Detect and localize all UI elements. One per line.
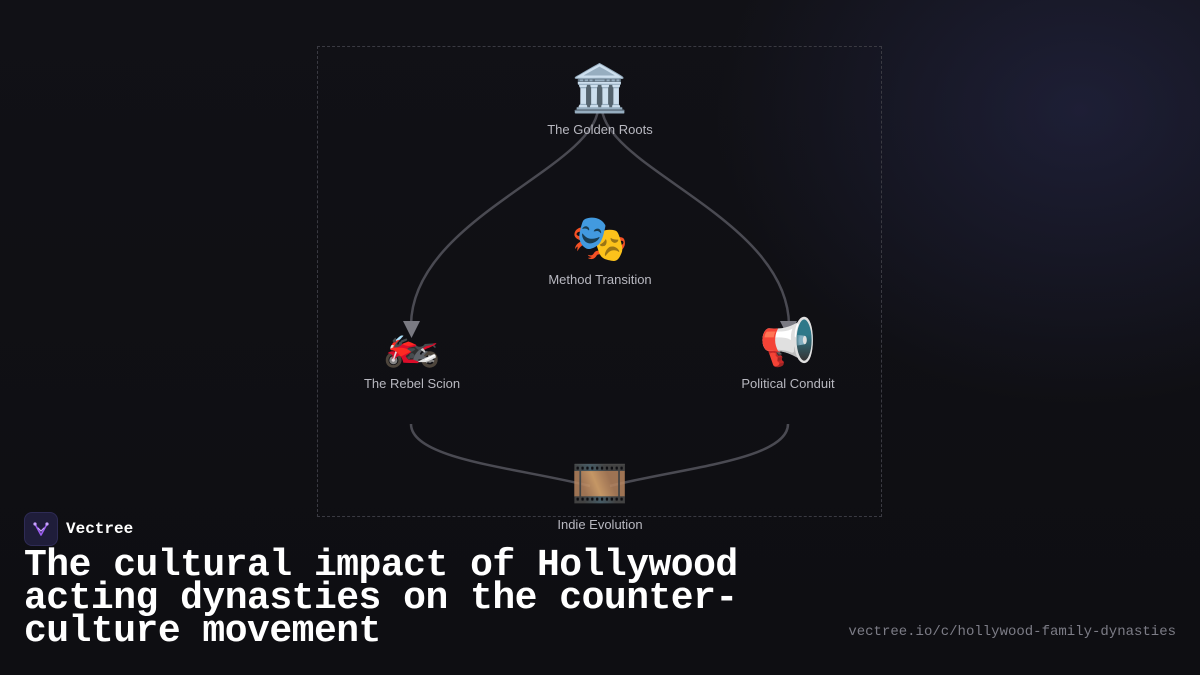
performing-arts-masks-icon: 🎭 — [571, 212, 629, 264]
arrowhead-rebel — [403, 321, 420, 338]
classical-building-icon: 🏛️ — [571, 62, 629, 114]
node-golden-roots[interactable]: 🏛️ The Golden Roots — [500, 60, 700, 137]
node-label: Political Conduit — [741, 376, 835, 391]
source-url[interactable]: vectree.io/c/hollywood-family-dynasties — [848, 624, 1176, 640]
film-frames-icon: 🎞️ — [571, 457, 629, 509]
brand[interactable]: Vectree — [24, 512, 133, 546]
node-label: The Golden Roots — [547, 122, 653, 137]
node-label: Indie Evolution — [557, 517, 643, 532]
node-label: The Rebel Scion — [363, 376, 461, 391]
edge-political-to-indie — [609, 423, 790, 488]
node-method-transition[interactable]: 🎭 Method Transition — [500, 210, 700, 287]
edge-golden-to-rebel — [409, 109, 600, 326]
diagram-frame — [317, 46, 882, 517]
arrowhead-political — [780, 321, 797, 338]
node-political-conduit[interactable]: 📢 Political Conduit — [688, 314, 888, 391]
node-label: Method Transition — [548, 272, 652, 287]
node-indie-evolution[interactable]: 🎞️ Indie Evolution — [500, 455, 700, 532]
brand-name: Vectree — [66, 520, 134, 538]
megaphone-icon: 📢 — [759, 316, 817, 368]
motorcycle-icon: 🏍️ — [383, 316, 441, 368]
vectree-logo-icon — [24, 512, 58, 546]
node-rebel-scion[interactable]: 🏍️ The Rebel Scion — [312, 314, 512, 391]
page-title: The cultural impact of Hollywood acting … — [24, 544, 738, 653]
edge-golden-to-political — [600, 109, 791, 326]
edge-rebel-to-indie — [409, 423, 591, 488]
